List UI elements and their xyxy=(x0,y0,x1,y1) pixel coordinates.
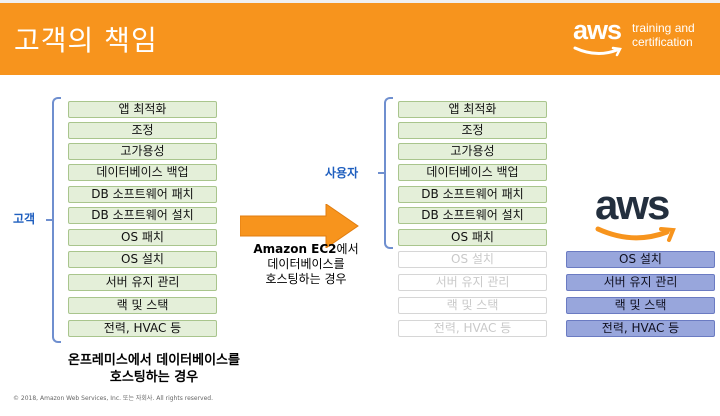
left-item: OS 패치 xyxy=(68,229,217,246)
user-brace-point xyxy=(378,172,384,174)
transition-arrow-icon xyxy=(240,204,359,248)
left-item: DB 소프트웨어 패치 xyxy=(68,186,217,203)
copyright-text: © 2018, Amazon Web Services, Inc. 또는 자회사… xyxy=(13,395,214,402)
aws-sub-line1: training and xyxy=(632,21,695,35)
user-item: 데이터베이스 백업 xyxy=(398,164,547,181)
aws-logo-text: aws xyxy=(573,15,622,45)
slide-title: 고객의 책임 xyxy=(14,24,158,57)
left-item: 고가용성 xyxy=(68,143,217,160)
middle-caption-line2: 데이터베이스를 xyxy=(267,257,345,271)
aws-item: 전력, HVAC 등 xyxy=(566,320,715,337)
user-item: 앱 최적화 xyxy=(398,101,547,118)
aws-sub-line2: certification xyxy=(632,35,693,49)
aws-logo-large-text: aws xyxy=(595,181,670,228)
user-label: 사용자 xyxy=(325,166,359,180)
customer-label: 고객 xyxy=(13,212,36,226)
left-brace-point xyxy=(46,219,52,221)
user-item: 조정 xyxy=(398,122,547,139)
aws-training-label: training and certification xyxy=(632,21,695,49)
left-item: DB 소프트웨어 설치 xyxy=(68,207,217,224)
middle-caption: Amazon EC2에서 데이터베이스를 호스팅하는 경우 xyxy=(236,242,376,287)
middle-caption-rest: 에서 xyxy=(336,242,359,256)
middle-caption-bold: Amazon EC2 xyxy=(253,242,337,256)
user-item: DB 소프트웨어 설치 xyxy=(398,207,547,224)
user-faded-item: 서버 유지 관리 xyxy=(398,274,547,291)
user-faded-item: 전력, HVAC 등 xyxy=(398,320,547,337)
aws-smile-icon xyxy=(573,46,622,57)
aws-item: OS 설치 xyxy=(566,251,715,268)
user-item: 고가용성 xyxy=(398,143,547,160)
user-faded-item: 랙 및 스택 xyxy=(398,297,547,314)
left-item: 조정 xyxy=(68,122,217,139)
left-item: OS 설치 xyxy=(68,251,217,268)
middle-caption-line3: 호스팅하는 경우 xyxy=(265,272,347,286)
header-bar: 고객의 책임 aws training and certification xyxy=(0,0,720,75)
left-caption-line2: 호스팅하는 경우 xyxy=(109,370,199,385)
user-item: DB 소프트웨어 패치 xyxy=(398,186,547,203)
aws-item: 서버 유지 관리 xyxy=(566,274,715,291)
user-item: OS 패치 xyxy=(398,229,547,246)
aws-item: 랙 및 스택 xyxy=(566,297,715,314)
left-caption-line1: 온프레미스에서 데이터베이스를 xyxy=(68,353,240,368)
aws-logo-large: aws xyxy=(595,181,681,249)
aws-logo: aws xyxy=(573,17,629,61)
left-item: 전력, HVAC 등 xyxy=(68,320,217,337)
user-faded-item: OS 설치 xyxy=(398,251,547,268)
user-brace xyxy=(384,97,393,249)
aws-smile-large-icon xyxy=(595,226,676,242)
left-item: 서버 유지 관리 xyxy=(68,274,217,291)
left-item: 데이터베이스 백업 xyxy=(68,164,217,181)
left-brace xyxy=(52,97,61,343)
left-item: 랙 및 스택 xyxy=(68,297,217,314)
left-caption: 온프레미스에서 데이터베이스를 호스팅하는 경우 xyxy=(24,352,284,386)
left-item: 앱 최적화 xyxy=(68,101,217,118)
